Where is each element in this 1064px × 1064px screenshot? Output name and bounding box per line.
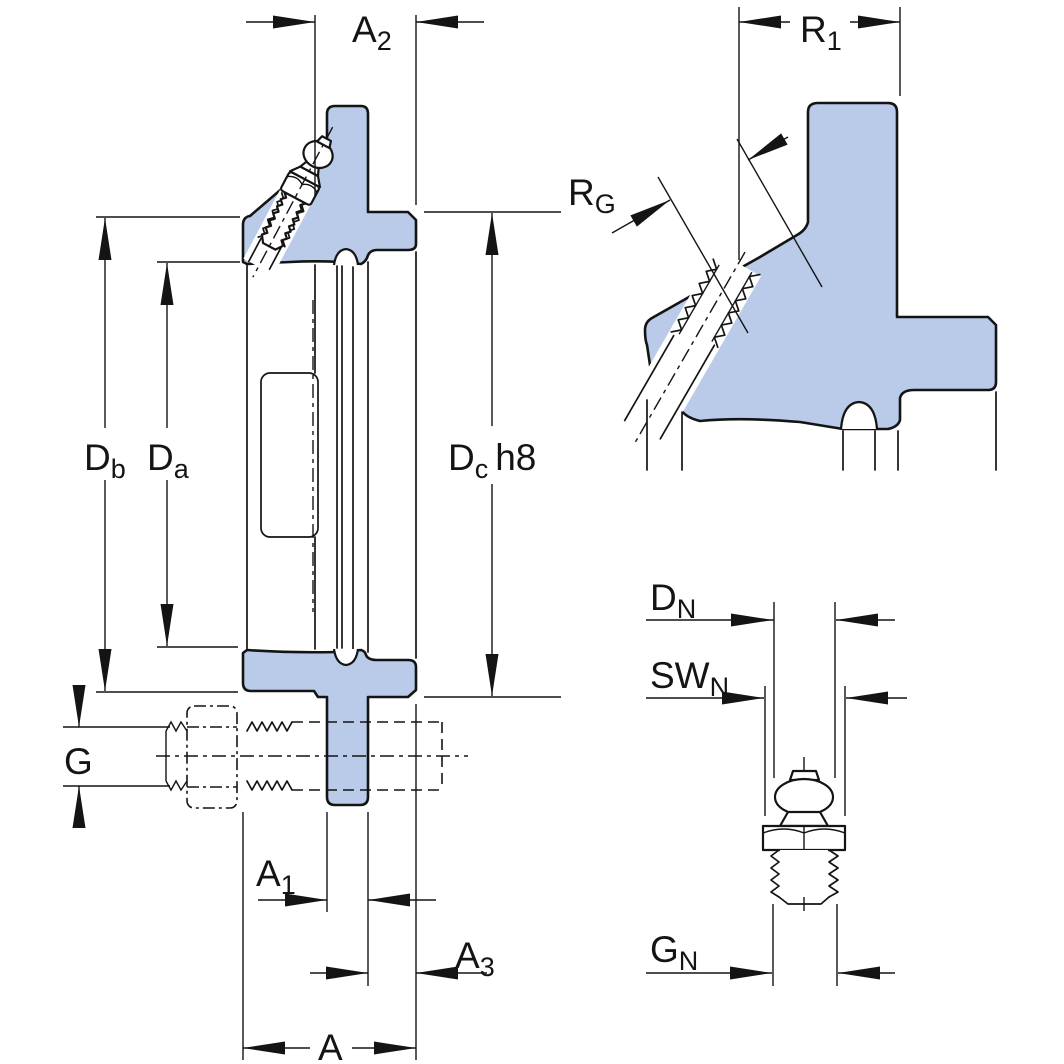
dim-label-da: Da bbox=[147, 437, 190, 484]
groove-bottom bbox=[332, 648, 360, 667]
detail-continuation-edges bbox=[646, 391, 997, 471]
dim-label-g: G bbox=[64, 741, 93, 782]
detail-groove bbox=[839, 400, 879, 430]
dimension-a-group-extensions bbox=[242, 704, 417, 1060]
dimension-dn: DN bbox=[646, 577, 895, 778]
dimension-da: Da bbox=[147, 261, 240, 648]
nipple-thread-shank bbox=[260, 191, 307, 251]
grease-nipple-assembly bbox=[243, 126, 334, 278]
bore-front-view-edges bbox=[246, 251, 417, 659]
dim-label-a2: A2 bbox=[352, 9, 392, 56]
dimension-gn: GN bbox=[646, 904, 895, 986]
bore-groove-window bbox=[260, 372, 319, 538]
nipple-detail-thread-left bbox=[770, 849, 780, 898]
lubrication-hole-detail-view bbox=[619, 101, 998, 471]
grease-nipple-detail-view bbox=[761, 757, 847, 916]
dimension-db: Db bbox=[84, 216, 240, 693]
dim-label-swn: SWN bbox=[650, 655, 729, 702]
nipple-detail-tip bbox=[778, 896, 830, 905]
nipple-detail-thread-right bbox=[828, 849, 839, 898]
dimension-a2: A2 bbox=[246, 9, 484, 205]
dim-label-a1: A1 bbox=[256, 853, 296, 900]
dim-label-r1: R1 bbox=[800, 9, 842, 56]
bolt-nut bbox=[186, 705, 238, 809]
dim-label-gn: GN bbox=[650, 929, 698, 976]
nipple-cap bbox=[315, 135, 333, 150]
dim-label-dn: DN bbox=[650, 577, 696, 624]
dimension-a1: A1 bbox=[256, 853, 436, 907]
dimension-a3: A3 bbox=[310, 935, 495, 982]
nipple-detail-neck bbox=[778, 810, 830, 828]
dimension-g: G bbox=[63, 685, 170, 828]
nipple-detail-ball bbox=[773, 777, 835, 817]
dimension-rg: RG bbox=[568, 133, 823, 334]
dim-label-a3: A3 bbox=[455, 935, 495, 982]
dim-label-rg: RG bbox=[568, 172, 616, 219]
dimension-swn: SWN bbox=[646, 655, 907, 816]
dimension-a: A bbox=[243, 1027, 416, 1064]
dimension-r1: R1 bbox=[738, 7, 901, 260]
groove-top bbox=[332, 247, 360, 266]
dim-label-db: Db bbox=[84, 437, 126, 484]
dim-label-a: A bbox=[318, 1027, 343, 1064]
lubrication-hole bbox=[619, 250, 762, 447]
housing-lower-section bbox=[241, 648, 418, 807]
